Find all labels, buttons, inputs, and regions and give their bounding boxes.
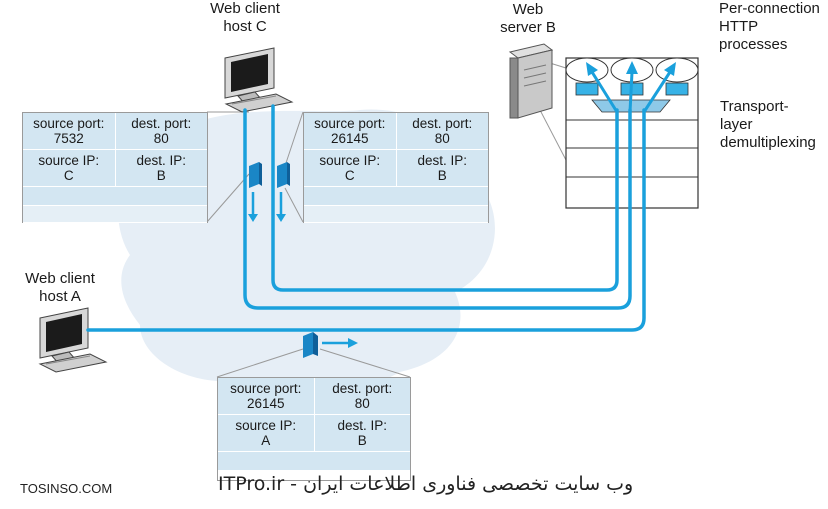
segment-ports-row: source port: 26145 dest. port: 80 (304, 113, 488, 150)
segment-payload-row (304, 187, 488, 206)
label-web-client-c-line2: host C (223, 18, 267, 35)
label-transport-demux-line1: Transport- (720, 98, 789, 115)
source-port-cell: source port: 26145 (304, 113, 397, 149)
source-port-label: source port: (314, 116, 386, 131)
connection-a (86, 108, 646, 332)
dest-ip-value: B (156, 168, 166, 183)
label-web-client-c-line1: Web client (210, 0, 280, 17)
segment-table-bottom: source port: 26145 dest. port: 80 source… (217, 377, 411, 481)
label-web-client-a-line1: Web client (25, 270, 95, 287)
label-http-processes-line1: Per-connection (719, 0, 820, 17)
source-port-value: 26145 (246, 396, 285, 411)
dest-ip-label: dest. IP: (417, 153, 468, 168)
label-transport-demux-line2: layer (720, 116, 753, 133)
label-web-server-b-line1: Web (512, 1, 544, 18)
server-tower-icon (508, 43, 554, 119)
connection-c-1 (243, 108, 632, 310)
dest-ip-value: B (357, 433, 367, 448)
socket-box-3 (665, 82, 689, 96)
source-ip-cell: source IP: C (304, 150, 397, 186)
watermark-itpro: ITPro.ir - وب سایت تخصصی فناوری اطلاعات … (218, 473, 634, 495)
label-web-server-b: Web server B (488, 1, 568, 37)
connection-c-2 (271, 104, 619, 292)
segment-ports-row: source port: 26145 dest. port: 80 (218, 378, 410, 415)
dest-ip-cell: dest. IP: B (116, 150, 208, 186)
packet-c-1 (248, 162, 262, 222)
source-ip-value: C (344, 168, 355, 183)
packet-a (303, 332, 358, 358)
source-ip-value: A (261, 433, 271, 448)
source-port-label: source port: (230, 381, 302, 396)
source-ip-label: source IP: (38, 153, 100, 168)
dest-port-cell: dest. port: 80 (315, 378, 411, 414)
dest-port-cell: dest. port: 80 (397, 113, 489, 149)
label-web-client-a: Web client host A (15, 270, 105, 306)
segment-table-right: source port: 26145 dest. port: 80 source… (303, 112, 489, 223)
dest-ip-label: dest. IP: (337, 418, 388, 433)
label-web-client-a-line2: host A (39, 288, 81, 305)
connection-lines (86, 104, 646, 332)
dest-port-label: dest. port: (131, 116, 192, 131)
source-port-cell: source port: 26145 (218, 378, 315, 414)
segment-payload-row (23, 187, 207, 206)
segment-payload-row (23, 206, 207, 223)
http-process-oval-1 (565, 57, 609, 83)
label-transport-demux-line3: demultiplexing (720, 134, 816, 151)
computer-a-icon (38, 307, 108, 373)
dest-port-value: 80 (153, 131, 169, 146)
dest-port-label: dest. port: (412, 116, 473, 131)
source-ip-cell: source IP: C (23, 150, 116, 186)
segment-table-left: source port: 7532 dest. port: 80 source … (22, 112, 208, 223)
packet-c-2 (276, 162, 290, 222)
source-ip-value: C (63, 168, 74, 183)
source-port-cell: source port: 7532 (23, 113, 116, 149)
segment-payload-row (218, 452, 410, 471)
dest-ip-value: B (437, 168, 447, 183)
segment-ip-row: source IP: C dest. IP: B (304, 150, 488, 187)
dest-port-label: dest. port: (332, 381, 393, 396)
source-ip-label: source IP: (235, 418, 297, 433)
label-web-server-b-line2: server B (500, 19, 556, 36)
label-http-processes-line3: processes (719, 36, 788, 53)
dest-ip-cell: dest. IP: B (397, 150, 489, 186)
label-web-client-c: Web client host C (200, 0, 290, 36)
process-arrows (586, 61, 676, 113)
callout-lines (206, 59, 567, 378)
dest-port-value: 80 (434, 131, 450, 146)
label-transport-demux: Transport- layer demultiplexing (720, 98, 816, 152)
source-ip-cell: source IP: A (218, 415, 315, 451)
source-port-value: 26145 (330, 131, 369, 146)
dest-ip-cell: dest. IP: B (315, 415, 411, 451)
source-port-value: 7532 (53, 131, 84, 146)
watermark-tosinso: TOSINSO.COM (20, 481, 113, 496)
source-port-label: source port: (33, 116, 105, 131)
dest-port-value: 80 (354, 396, 370, 411)
http-process-oval-3 (655, 57, 699, 83)
segment-payload-row (304, 206, 488, 223)
socket-box-1 (575, 82, 599, 96)
source-ip-label: source IP: (319, 153, 381, 168)
segment-ports-row: source port: 7532 dest. port: 80 (23, 113, 207, 150)
dest-port-cell: dest. port: 80 (116, 113, 208, 149)
segment-ip-row: source IP: A dest. IP: B (218, 415, 410, 452)
computer-c-icon (224, 47, 294, 113)
segment-ip-row: source IP: C dest. IP: B (23, 150, 207, 187)
label-http-processes: Per-connection HTTP processes (719, 0, 820, 54)
label-http-processes-line2: HTTP (719, 18, 759, 35)
dest-ip-label: dest. IP: (136, 153, 187, 168)
